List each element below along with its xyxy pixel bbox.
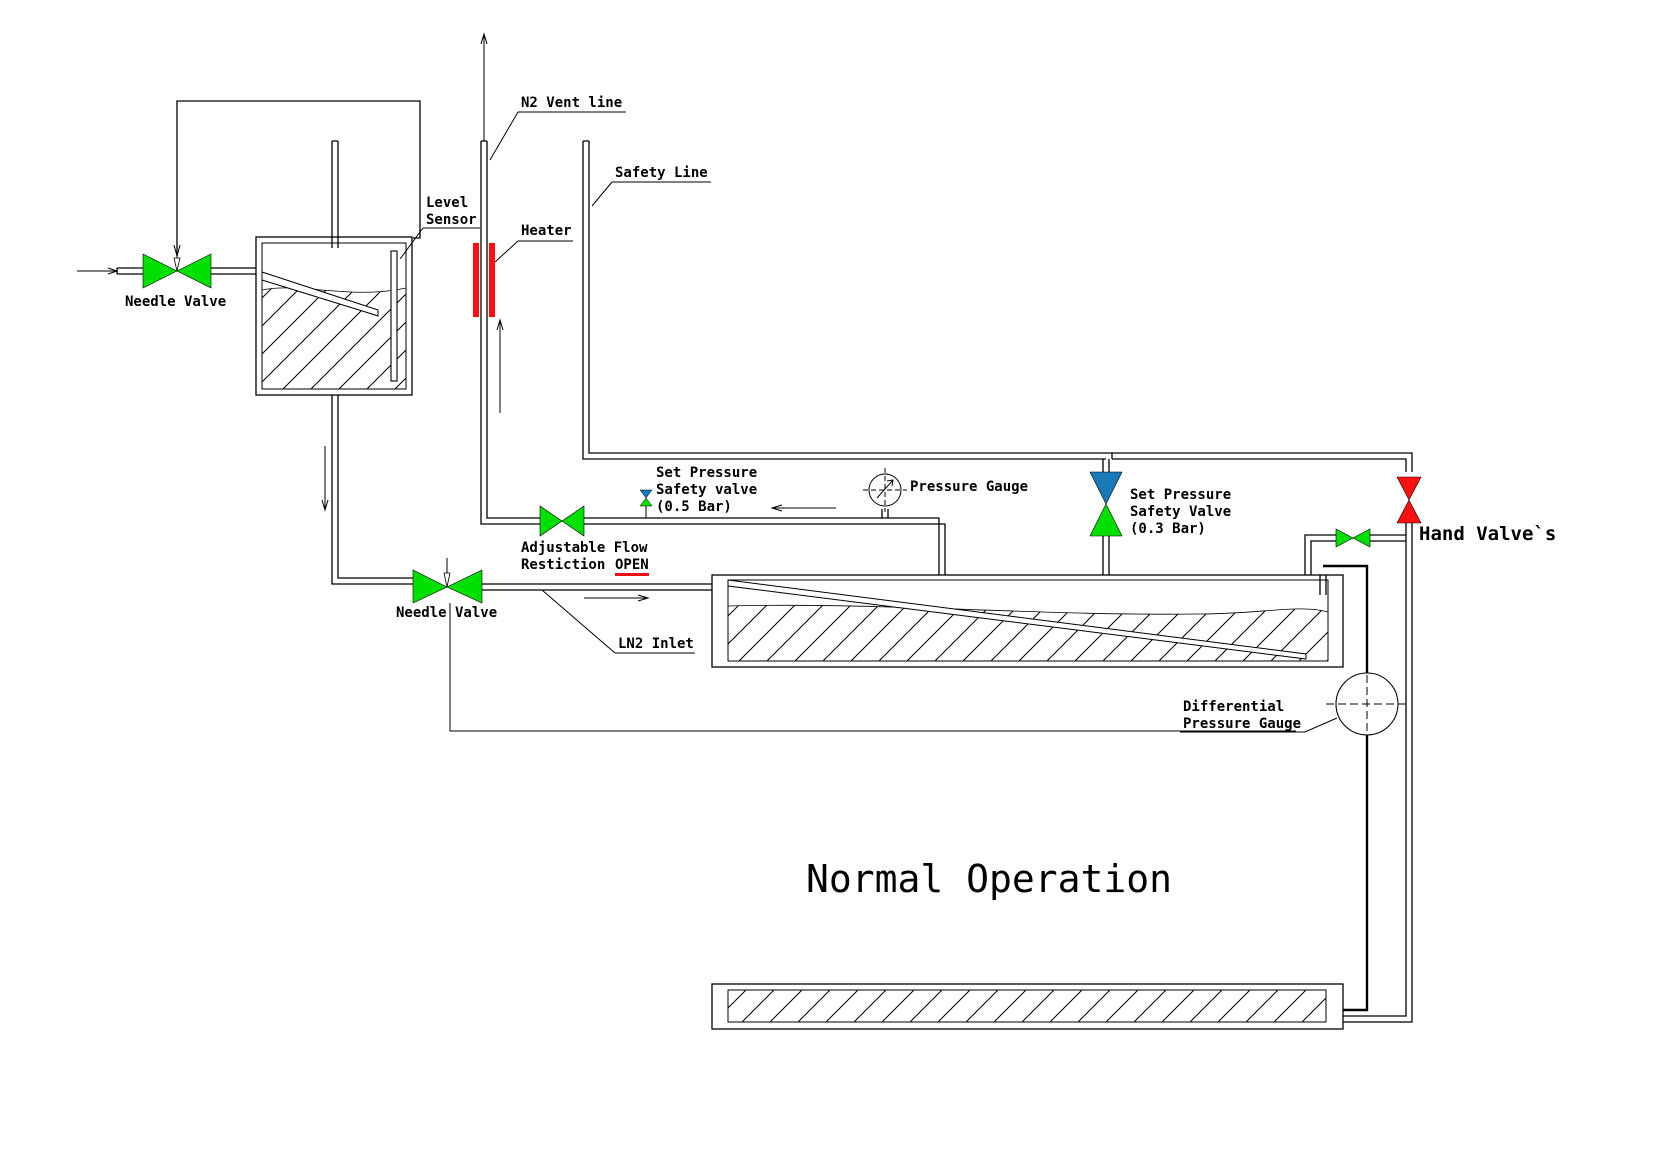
diagram-title: Normal Operation xyxy=(806,857,1172,901)
level-sensor-label-line2: Sensor xyxy=(426,212,477,228)
needle-valve-bottom-icon[interactable] xyxy=(412,558,483,604)
big-safety-valve-label-line3: (0.3 Bar) xyxy=(1130,521,1206,537)
heater-icon xyxy=(473,243,495,317)
needle-valve-bottom-label: Needle Valve xyxy=(396,605,497,621)
n2-vent-line-label: N2 Vent line xyxy=(521,95,622,111)
safety-line xyxy=(582,140,1413,472)
differential-gauge-label-line2: Pressure Gauge xyxy=(1183,716,1301,732)
ln2-inlet-label: LN2 Inlet xyxy=(618,636,694,652)
pipe-to-reservoir xyxy=(211,267,256,275)
adjustable-flow-label-line1: Adjustable Flow xyxy=(521,540,648,556)
safety-line-label: Safety Line xyxy=(615,165,708,181)
pressure-gauge-label: Pressure Gauge xyxy=(910,479,1028,495)
level-sensor-label-line1: Level xyxy=(426,195,468,211)
heater-leader xyxy=(494,240,573,263)
big-safety-valve-label-line1: Set Pressure xyxy=(1130,487,1231,503)
n2-vent-line xyxy=(480,32,540,525)
needle-valve-left-icon[interactable] xyxy=(142,248,212,289)
ln2-inlet-leader xyxy=(541,589,695,654)
small-safety-valve-label-line3: (0.5 Bar) xyxy=(656,499,732,515)
small-safety-valve-label-line1: Set Pressure xyxy=(656,465,757,481)
adjustable-flow-label-line2: Restiction xyxy=(521,557,605,573)
big-safety-valve-icon[interactable] xyxy=(1089,459,1123,575)
main-tank xyxy=(711,574,1344,668)
reservoir-outlet-line xyxy=(321,395,413,585)
hand-valves-label: Hand Valve`s xyxy=(1419,523,1556,545)
open-underline xyxy=(615,573,649,576)
hand-valve-red-icon[interactable] xyxy=(1396,476,1422,524)
adjustable-flow-open-label: OPEN xyxy=(615,557,649,573)
small-safety-valve-icon[interactable] xyxy=(639,489,653,518)
big-safety-valve-label-line2: Safety Valve xyxy=(1130,504,1231,520)
vent-return-pipe xyxy=(584,504,946,575)
level-sensor xyxy=(390,250,398,382)
n2-vent-leader xyxy=(489,111,626,161)
safety-line-leader xyxy=(591,181,711,207)
heater-label: Heater xyxy=(521,223,572,239)
hand-valve-green-icon[interactable] xyxy=(1335,528,1371,548)
inlet-feed-line xyxy=(77,267,143,275)
differential-pressure-gauge-icon xyxy=(1323,564,1408,1012)
differential-gauge-leader xyxy=(1180,717,1338,733)
top-feedback-loop xyxy=(173,100,421,258)
adjustable-flow-valve-icon[interactable] xyxy=(539,505,585,537)
pressure-gauge-icon xyxy=(863,468,907,512)
needle-valve-left-label: Needle Valve xyxy=(125,294,226,310)
lower-tank xyxy=(711,983,1344,1030)
level-sensor-leader xyxy=(399,227,480,260)
differential-gauge-label-line1: Differential xyxy=(1183,699,1284,715)
differential-feedback-line xyxy=(449,603,1296,732)
ln2-inlet-line xyxy=(482,583,730,602)
upper-reservoir xyxy=(255,140,413,396)
hand-valve-piping xyxy=(1304,523,1413,1023)
small-safety-valve-label-line2: Safety valve xyxy=(656,482,757,498)
